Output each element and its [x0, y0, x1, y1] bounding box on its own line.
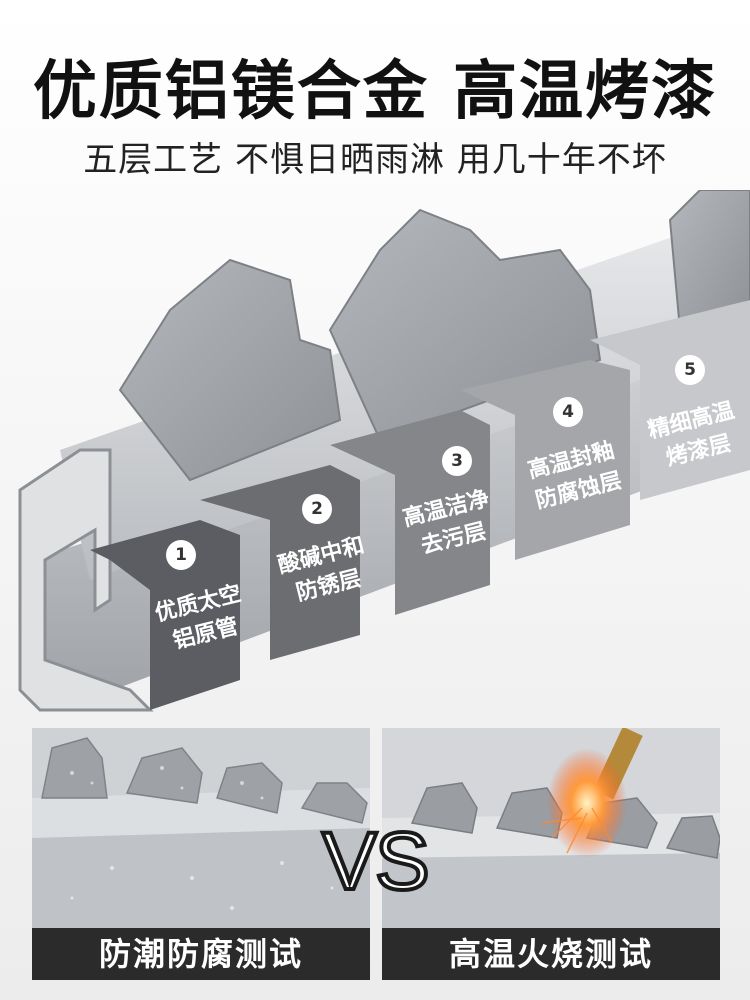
rail-illustration [18, 190, 750, 712]
page-title: 优质铝镁合金 高温烤漆 [32, 55, 718, 129]
layer-number-5: 5 [675, 355, 705, 385]
layer-band-4 [460, 360, 630, 560]
fire-test-caption: 高温火烧测试 [382, 928, 720, 980]
header: 优质铝镁合金 高温烤漆 五层工艺 不惧日晒雨淋 用几十年不坏 [0, 0, 750, 190]
page-subtitle: 五层工艺 不惧日晒雨淋 用几十年不坏 [83, 140, 667, 180]
layer-number-4: 4 [553, 397, 583, 427]
moisture-test-caption: 防潮防腐测试 [32, 928, 370, 980]
layer-band-5 [590, 300, 750, 500]
moisture-test-panel: 防潮防腐测试 [32, 728, 370, 980]
layer-number-1: 1 [166, 540, 196, 570]
layer-number-3: 3 [442, 446, 472, 476]
fire-test-panel: 高温火烧测试 [382, 728, 720, 980]
rail-layer-illustration: 1 优质太空 铝原管 2 酸碱中和 防锈层 3 高温洁净 去污层 4 高温封釉 … [0, 190, 750, 720]
layer-number-2: 2 [302, 494, 332, 524]
vs-label: VS [320, 814, 431, 909]
layer-band-1 [90, 520, 240, 710]
